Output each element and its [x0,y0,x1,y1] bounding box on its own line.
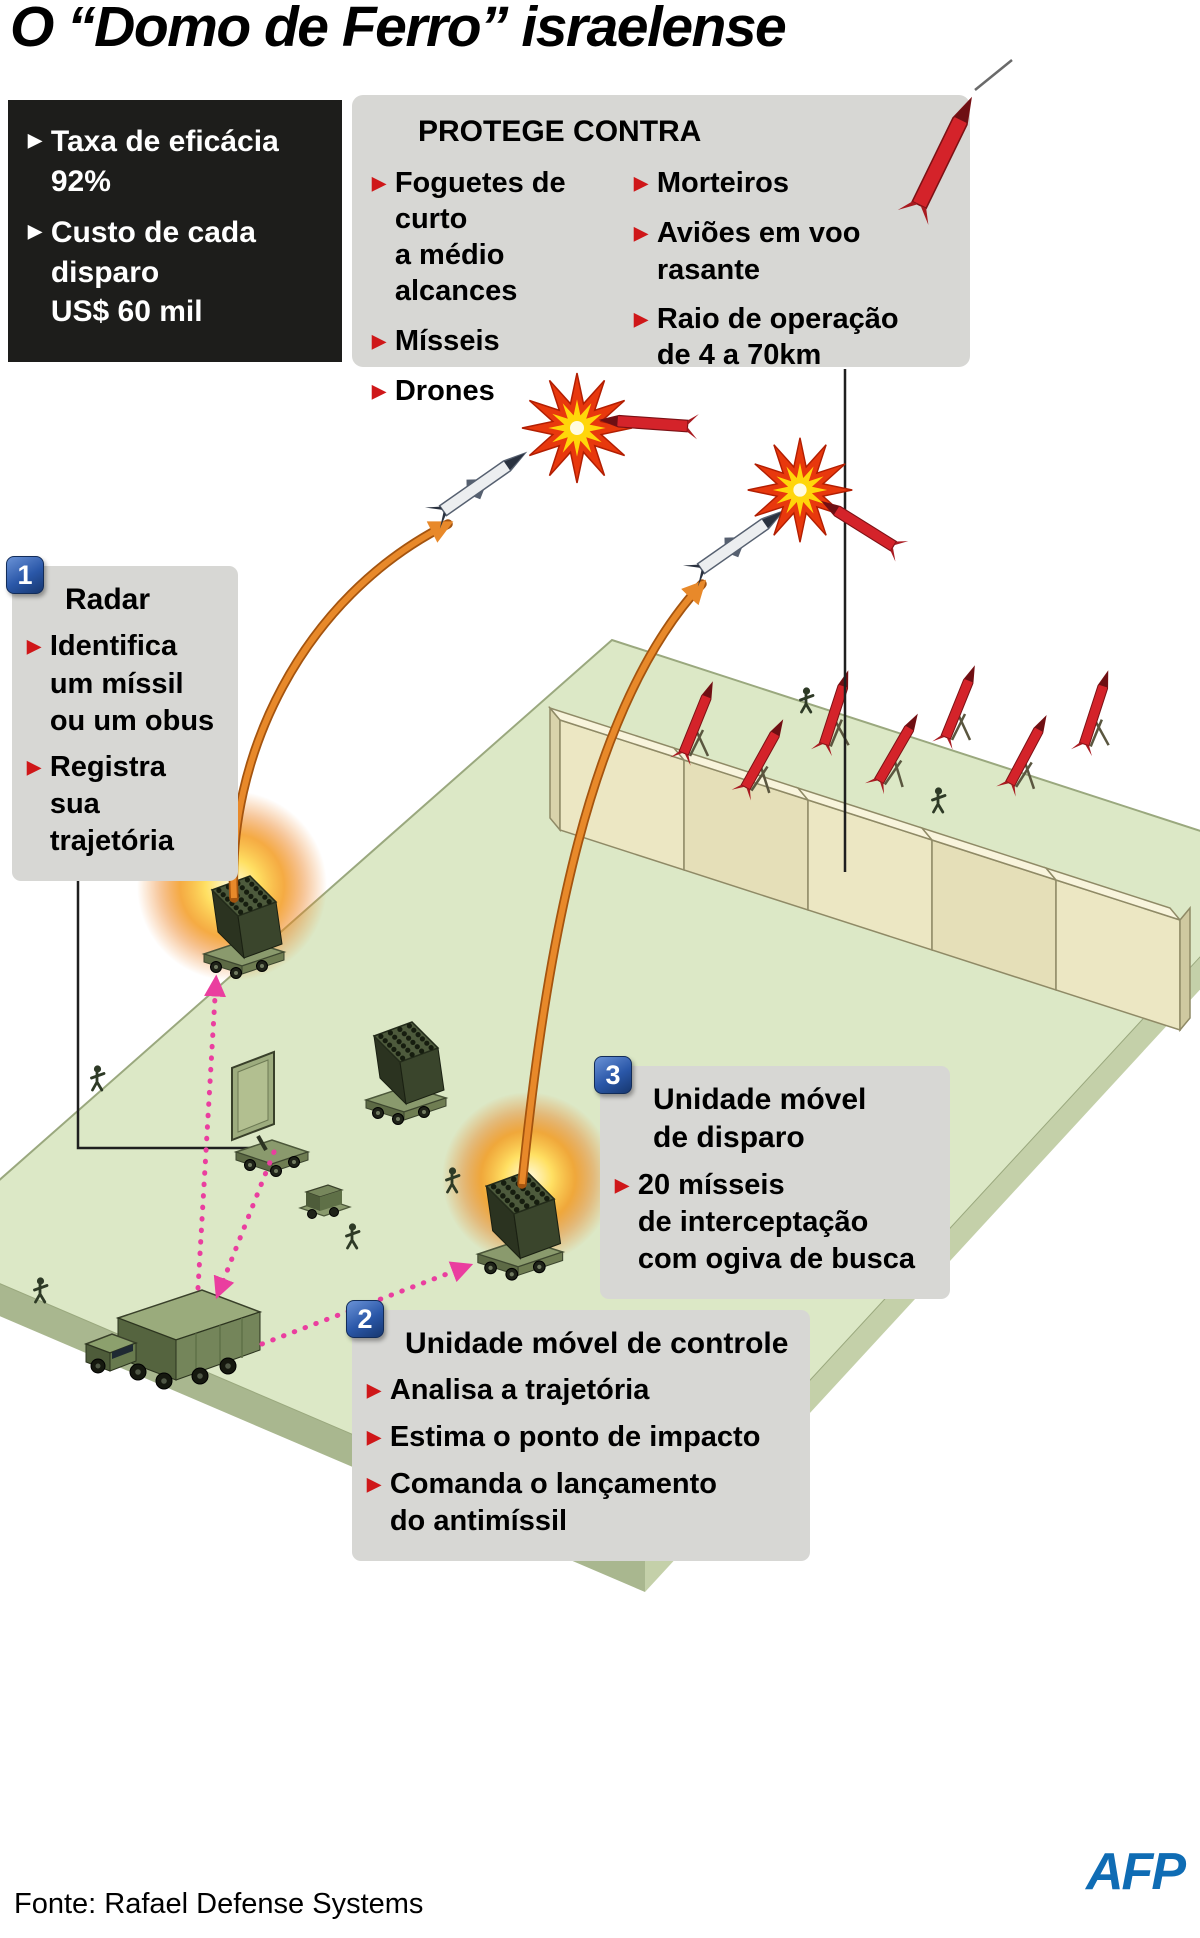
afp-logo: AFP [1086,1843,1186,1901]
callout-control-unit: 2 Unidade móvel de controle ▶ Analisa a … [346,1300,810,1562]
stat-text: Taxa de eficácia 92% [50,125,279,198]
soldier-icon [90,1064,106,1092]
bullet-arrow-icon: ▶ [28,130,42,150]
datalink-lines [195,974,474,1347]
bullet-arrow-icon: ▶ [367,1473,381,1494]
bullet-arrow-icon: ▶ [372,172,386,193]
bullet-arrow-icon: ▶ [634,172,648,193]
step-badge-2: 2 [346,1300,384,1338]
callout-item: ▶ Analisa a trajetória [367,1372,798,1410]
bullet-arrow-icon: ▶ [372,381,386,402]
source-credit: Fonte: Rafael Defense Systems [14,1888,424,1920]
callout-item: ▶ Registra sua trajetória [27,750,174,857]
separation-wall [547,705,1191,1033]
datalink-radar-to-control [213,1149,277,1300]
protects-against-columns: ▶ Foguetes de curto a médio alcances ▶ M… [372,165,958,425]
equipment-trailer [298,1184,352,1219]
protect-item: ▶ Raio de operação de 4 a 70km [634,302,899,372]
bullet-arrow-icon: ▶ [27,756,41,777]
protects-against-box: PROTEGE CONTRA ▶ Foguetes de curto a méd… [352,95,970,407]
stat-item: ▶ Taxa de eficácia 92% [28,122,316,201]
protect-item: ▶ Morteiros [634,165,954,203]
interceptor-missile-1 [424,441,534,530]
bullet-arrow-icon: ▶ [367,1380,381,1401]
falling-missile-icon [897,59,1013,225]
trajectory-2 [517,579,707,1189]
bullet-arrow-icon: ▶ [27,636,41,657]
callout-control-unit-title: Unidade móvel de controle [405,1327,789,1360]
callout-item: ▶ Comanda o lançamento do antimíssil [367,1467,717,1538]
stats-box: ▶ Taxa de eficácia 92% ▶ Custo de cada d… [8,100,342,362]
protect-item: ▶ Aviões em voo rasante [634,217,861,286]
connector-line-radar [76,838,252,1150]
callout-item: ▶ Estima o ponto de impacto [367,1419,798,1457]
callout-fire-unit-title: Unidade móvel de disparo [653,1083,867,1155]
page-title: O “Domo de Ferro” israelense [10,0,787,59]
interceptor-missile-2 [682,499,792,588]
protect-item: ▶ Drones [372,373,624,411]
bullet-arrow-icon: ▶ [372,330,386,351]
protects-col-1: ▶ Foguetes de curto a médio alcances ▶ M… [372,165,624,425]
step-badge-1: 1 [6,556,44,594]
callout-fire-unit: 3 Unidade móvel de disparo ▶ 20 mísseis … [594,1056,950,1300]
protects-against-heading: PROTEGE CONTRA [418,115,702,148]
callout-item: ▶ Identifica um míssil ou um obus [27,630,215,737]
callout-item: ▶ 20 mísseis de interceptação com ogiva … [615,1168,916,1275]
bullet-arrow-icon: ▶ [634,223,648,244]
callout-radar-title: Radar [65,583,151,616]
bullet-arrow-icon: ▶ [615,1174,629,1195]
protect-item: ▶ Foguetes de curto a médio alcances [372,166,566,308]
stat-item: ▶ Custo de cada disparo US$ 60 mil [28,213,316,332]
datalink-control-to-fire-unit [259,1261,474,1347]
stat-text: Custo de cada disparo US$ 60 mil [50,216,256,329]
bullet-arrow-icon: ▶ [28,221,42,242]
bullet-arrow-icon: ▶ [367,1427,381,1448]
callout-radar: 1 Radar ▶ Identifica um míssil ou um obu… [6,556,238,882]
protect-item: ▶ Mísseis [372,323,624,361]
protects-col-2: ▶ Morteiros ▶ Aviões em voo rasante ▶ Ra… [634,165,954,425]
bullet-arrow-icon: ▶ [634,308,648,329]
step-badge-3: 3 [594,1056,632,1094]
